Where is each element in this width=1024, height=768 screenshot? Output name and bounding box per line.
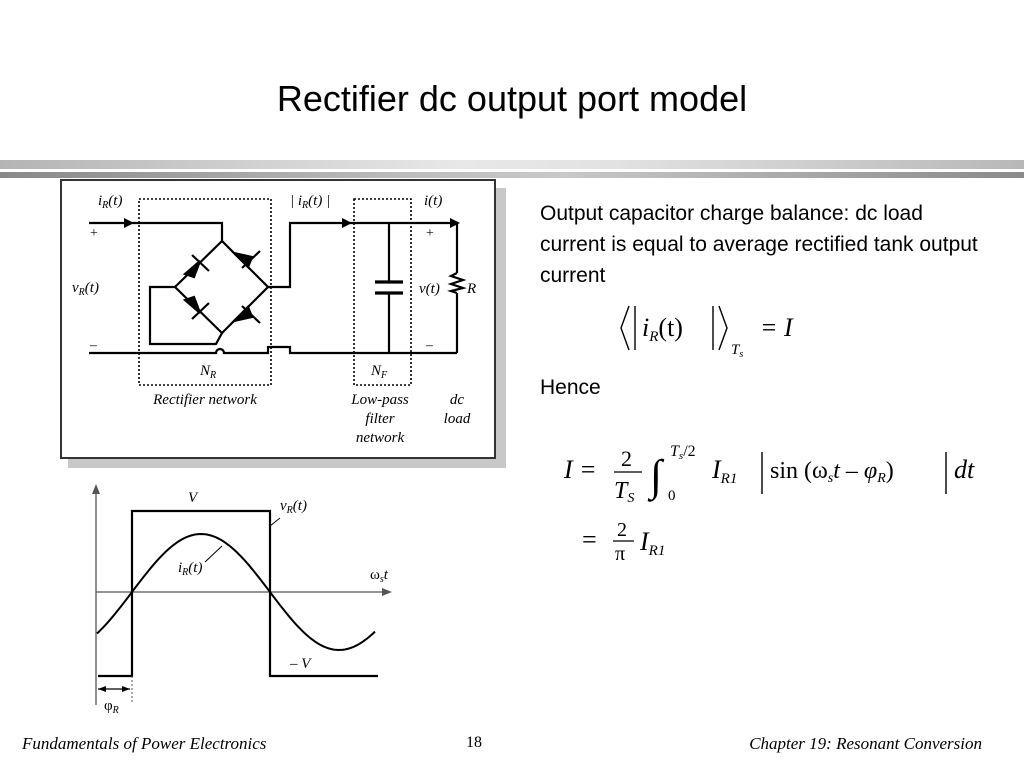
output-current-label: i(t) xyxy=(424,193,442,209)
current-sine-wave xyxy=(96,532,376,652)
phase-label: φR xyxy=(104,698,119,716)
capacitor-plates xyxy=(375,280,403,295)
input-top-wire xyxy=(89,221,224,241)
angle-bracket-left xyxy=(620,305,630,351)
rectified-current-arrow xyxy=(342,218,352,228)
eq3-frac-den: π xyxy=(615,543,625,565)
eq3-equals: = xyxy=(582,525,597,554)
eq1-period: Ts xyxy=(731,342,743,360)
load-label-line-2: load xyxy=(444,411,471,427)
filter-label-line-3: network xyxy=(356,430,405,446)
eq3-frac-num: 2 xyxy=(617,519,627,541)
waveform-plot: V vR(t) iR(t) ωst – V φR xyxy=(92,484,392,716)
eq2-amplitude: IR1 xyxy=(711,455,737,487)
x-axis-arrow xyxy=(382,588,392,596)
input-current-arrow xyxy=(124,218,134,228)
eq2-sine-term: sin (ωst – φR) xyxy=(770,458,894,486)
rectifier-block-label: NR xyxy=(199,363,216,381)
output-plus-label: + xyxy=(426,226,434,241)
input-bottom-wire xyxy=(89,345,457,355)
rectified-current-label: | iR(t) | xyxy=(290,193,330,211)
voltage-square-wave xyxy=(98,509,378,678)
circuit-figure: iR(t) + vR(t) – | iR(t) | i(t) + v(t) R … xyxy=(60,179,496,459)
input-plus-label: + xyxy=(90,226,98,241)
equation-dc-current: I = 2 TS ∫ Ts/2 0 IR1 sin (ωst – φR) dt … xyxy=(563,443,975,565)
current-label: iR(t) xyxy=(178,560,202,578)
voltage-leader-line xyxy=(269,517,281,527)
bridge-left-return xyxy=(148,285,223,346)
header-divider-band xyxy=(0,160,1024,169)
input-voltage-label: vR(t) xyxy=(72,280,99,298)
output-minus-label: – xyxy=(425,338,434,353)
load-label-line-1: dc xyxy=(450,392,465,408)
hence-text: Hence xyxy=(540,376,601,399)
eq1-rhs: = I xyxy=(760,313,794,342)
resistor xyxy=(447,272,467,295)
angle-bracket-right xyxy=(718,305,728,351)
eq1-current: iR(t) xyxy=(642,313,683,345)
filter-label-line-1: Low-pass xyxy=(350,392,409,408)
eq2-abs-bars xyxy=(761,452,947,494)
rectified-top-wire xyxy=(268,221,459,289)
input-current-label: iR(t) xyxy=(98,193,122,211)
voltage-label: vR(t) xyxy=(280,498,307,516)
slide-title: Rectifier dc output port model xyxy=(276,78,748,119)
equation-average-current: iR(t) Ts = I xyxy=(620,305,794,360)
y-axis-arrow xyxy=(92,484,100,494)
current-leader-line xyxy=(204,545,223,563)
x-axis-label: ωst xyxy=(370,567,389,585)
output-current-arrow xyxy=(450,218,460,228)
integral-sign: ∫ xyxy=(647,451,665,502)
diode-3 xyxy=(182,295,202,314)
eq2-lhs: I = xyxy=(563,455,597,484)
eq2-frac-num: 2 xyxy=(621,446,632,471)
eq2-dt: dt xyxy=(954,455,975,484)
voltage-low-label: – V xyxy=(289,656,312,672)
circuit-diagram: iR(t) + vR(t) – | iR(t) | i(t) + v(t) R … xyxy=(72,193,476,446)
diode-1 xyxy=(182,260,202,279)
eq2-upper-limit: Ts/2 xyxy=(670,443,696,462)
footer-book-title: Fundamentals of Power Electronics xyxy=(22,734,267,753)
footer-chapter: Chapter 19: Resonant Conversion xyxy=(749,734,982,753)
rectifier-network-label: Rectifier network xyxy=(152,392,257,408)
phase-arrow-right xyxy=(122,686,130,692)
filter-network-box xyxy=(353,198,412,386)
bridge-diamond xyxy=(173,239,270,335)
header-divider-band-dark xyxy=(0,172,1024,178)
voltage-high-label: V xyxy=(188,490,199,506)
eq2-frac-den: TS xyxy=(614,478,634,506)
rectifier-network-box xyxy=(138,198,272,386)
page-number: 18 xyxy=(466,734,482,751)
eq2-lower-limit: 0 xyxy=(668,488,676,504)
load-resistor-label: R xyxy=(466,281,476,297)
filter-block-label: NF xyxy=(370,363,388,381)
input-minus-label: – xyxy=(89,338,98,353)
eq3-amplitude: IR1 xyxy=(639,527,665,559)
explanation-text: Output capacitor charge balance: dc load… xyxy=(540,202,978,287)
phase-arrow-left xyxy=(98,686,106,692)
output-voltage-label: v(t) xyxy=(419,281,440,297)
filter-label-line-2: filter xyxy=(365,411,394,427)
